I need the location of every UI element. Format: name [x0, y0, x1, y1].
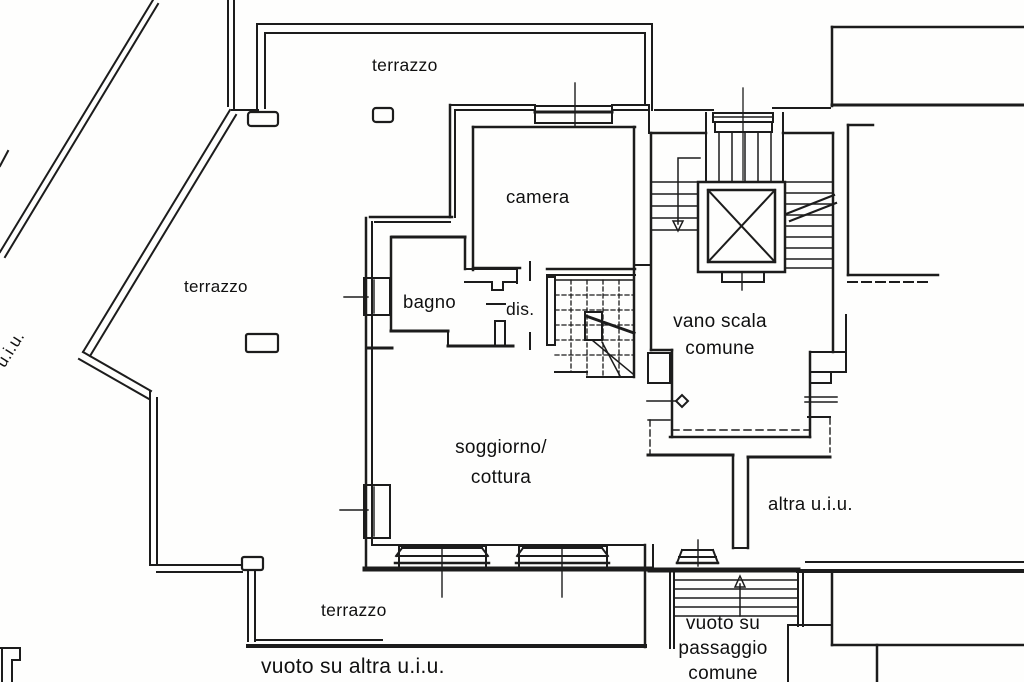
boundary-walls	[0, 0, 259, 566]
bagno-walls	[366, 235, 518, 350]
entry-door-icon	[646, 393, 690, 409]
bottom-left-structure	[0, 647, 21, 682]
label-altra-uiu: altra u.i.u.	[768, 493, 853, 514]
label-vuoto-passaggio-line3: comune	[688, 663, 758, 682]
label-terrazzo-left: terrazzo	[184, 277, 248, 296]
stairwell-lower-walls	[647, 348, 847, 454]
pillar	[371, 106, 395, 124]
stair-direction-arrow	[677, 157, 701, 225]
passage-stairs-icon	[669, 569, 1024, 682]
label-vuoto-passaggio-comune: vuoto su passaggio comune	[662, 611, 784, 682]
label-vuoto-passaggio-line1: vuoto su	[685, 613, 761, 634]
pillar	[244, 332, 280, 354]
mid-right-walls	[646, 453, 832, 550]
stair-cut-line	[784, 193, 836, 216]
right-building-walls	[830, 25, 1024, 373]
dis-door-ticks	[486, 261, 531, 350]
label-vano-scala-comune: vano scala comune	[652, 308, 788, 362]
elevator-icon	[696, 180, 787, 291]
south-windows-icon	[393, 539, 720, 598]
label-terrazzo-bottom: terrazzo	[321, 600, 387, 620]
label-soggiorno-cottura: soggiorno/ cottura	[441, 433, 561, 493]
stair-cut-line	[788, 201, 838, 223]
label-vano-scala-line1: vano scala	[673, 311, 767, 332]
pillar	[240, 555, 265, 572]
terrazzo-walls	[149, 23, 654, 649]
label-soggiorno-line1: soggiorno/	[455, 437, 547, 458]
label-vuoto-su-altra-uiu: vuoto su altra u.i.u.	[261, 655, 445, 678]
label-vano-scala-line2: comune	[685, 338, 755, 359]
edge-tick	[0, 149, 10, 168]
label-vuoto-passaggio-line2: passaggio	[678, 638, 768, 659]
label-bagno: bagno	[403, 291, 456, 312]
stairwell-right-steps-icon	[784, 181, 838, 269]
pillar	[246, 110, 280, 128]
label-soggiorno-line2: cottura	[470, 467, 532, 488]
stairwell-flight-icon	[705, 87, 784, 183]
terrazzo-pillars	[240, 106, 395, 572]
internal-stairs-icon	[546, 276, 636, 378]
camera-room-walls	[471, 125, 652, 379]
stairwell-walls	[649, 107, 835, 354]
label-camera: camera	[506, 186, 570, 207]
label-dis: dis.	[506, 299, 535, 319]
door-leaf-icon	[494, 320, 506, 347]
label-terrazzo-top: terrazzo	[372, 55, 438, 75]
north-window-icon	[533, 82, 614, 128]
stairwell-left-steps-icon	[650, 157, 701, 233]
